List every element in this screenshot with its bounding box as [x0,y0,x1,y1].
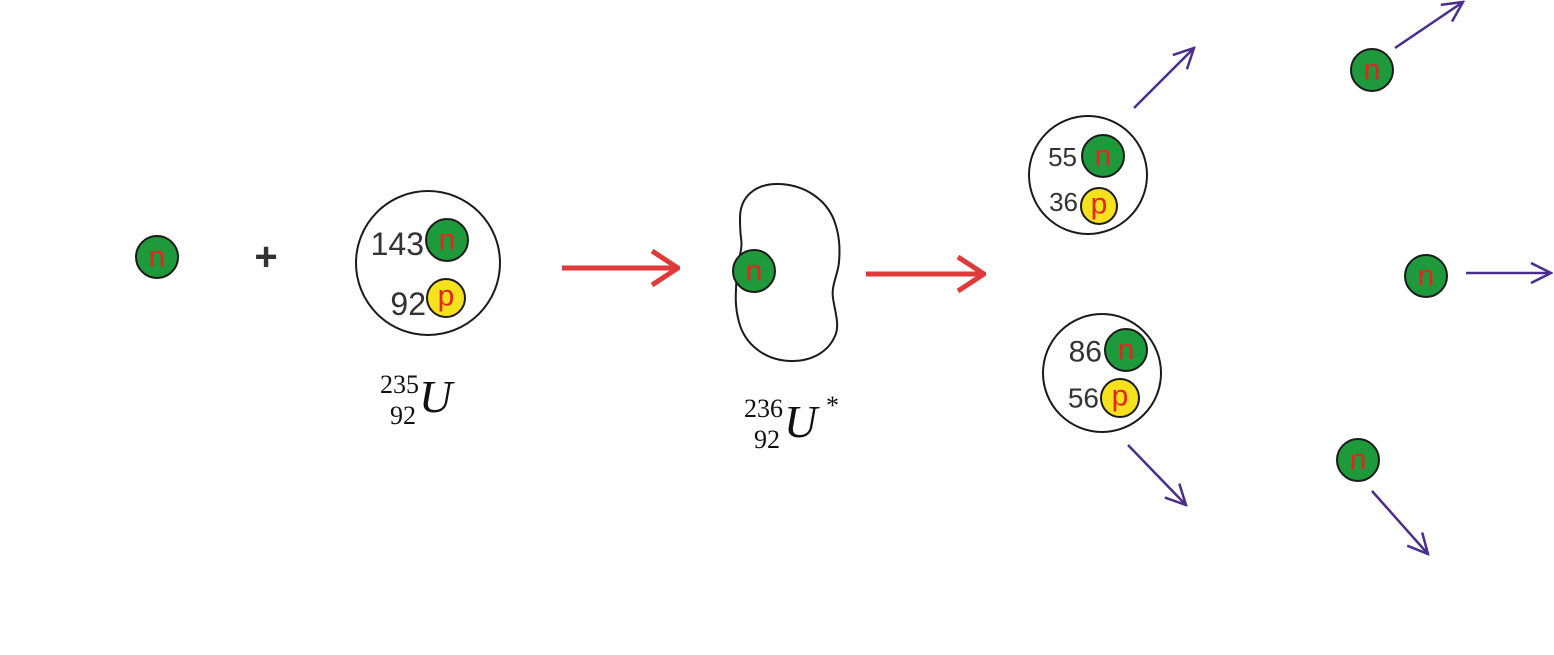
proton-letter: p [438,280,455,313]
neutron-circle [1081,134,1125,178]
nucleus-outline [1042,313,1162,433]
neutron-letter: n [1350,444,1367,477]
fission-fragment-bottom: 86 n 56 p [1042,313,1162,433]
atomic-number: 92 [390,401,416,430]
excited-mark: * [826,391,839,420]
element-symbol: U [419,371,455,422]
incoming-neutron: n [135,235,179,279]
neutron-circle [135,235,179,279]
proton-count: 36 [1049,187,1078,217]
neutron-circle [425,218,469,262]
neutron-letter: n [1095,140,1112,173]
proton-letter: p [1091,188,1108,221]
neutron-count: 143 [371,226,424,262]
neutron-letter: n [149,241,166,274]
fragment-bottom-motion-arrow [1127,444,1186,505]
mass-number: 235 [380,370,419,399]
neutron-circle [1104,328,1148,372]
neutron-circle [1336,438,1380,482]
u236-notation: 236 92 U * [744,391,839,454]
u235-nucleus: 143 n 92 p [355,190,501,336]
neutron-circle [732,249,776,293]
compound-nucleus: n [732,182,841,363]
neutron-1-motion-arrow [1394,2,1463,50]
proton-count: 56 [1068,383,1099,414]
neutron-letter: n [746,255,763,288]
u235-notation: 235 92 U [380,370,455,430]
emitted-neutron-2: n [1404,254,1448,298]
neutron-count: 86 [1069,336,1102,369]
neutron-letter: n [1118,334,1135,367]
neutron-letter: n [1418,260,1435,293]
emitted-neutron-1: n [1350,48,1394,92]
fragment-top-motion-arrow [1133,48,1194,109]
element-symbol: U [784,396,820,447]
proton-circle [426,278,466,318]
fission-fragment-top: 55 n 36 p [1028,115,1148,235]
neutron-circle [1404,254,1448,298]
mass-number: 236 [744,394,783,423]
proton-circle [1080,187,1118,225]
emitted-neutron-3: n [1336,438,1380,482]
neutron-count: 55 [1048,142,1077,172]
proton-count: 92 [390,286,426,322]
neutron-3-motion-arrow [1371,490,1428,554]
proton-letter: p [1112,380,1129,413]
atomic-number: 92 [754,425,780,454]
neutron-letter: n [439,224,456,257]
nucleus-outline [355,190,501,336]
neutron-circle [1350,48,1394,92]
nucleus-outline [1028,115,1148,235]
plus-sign: + [254,235,277,279]
proton-circle [1100,378,1140,418]
neutron-letter: n [1364,54,1381,87]
